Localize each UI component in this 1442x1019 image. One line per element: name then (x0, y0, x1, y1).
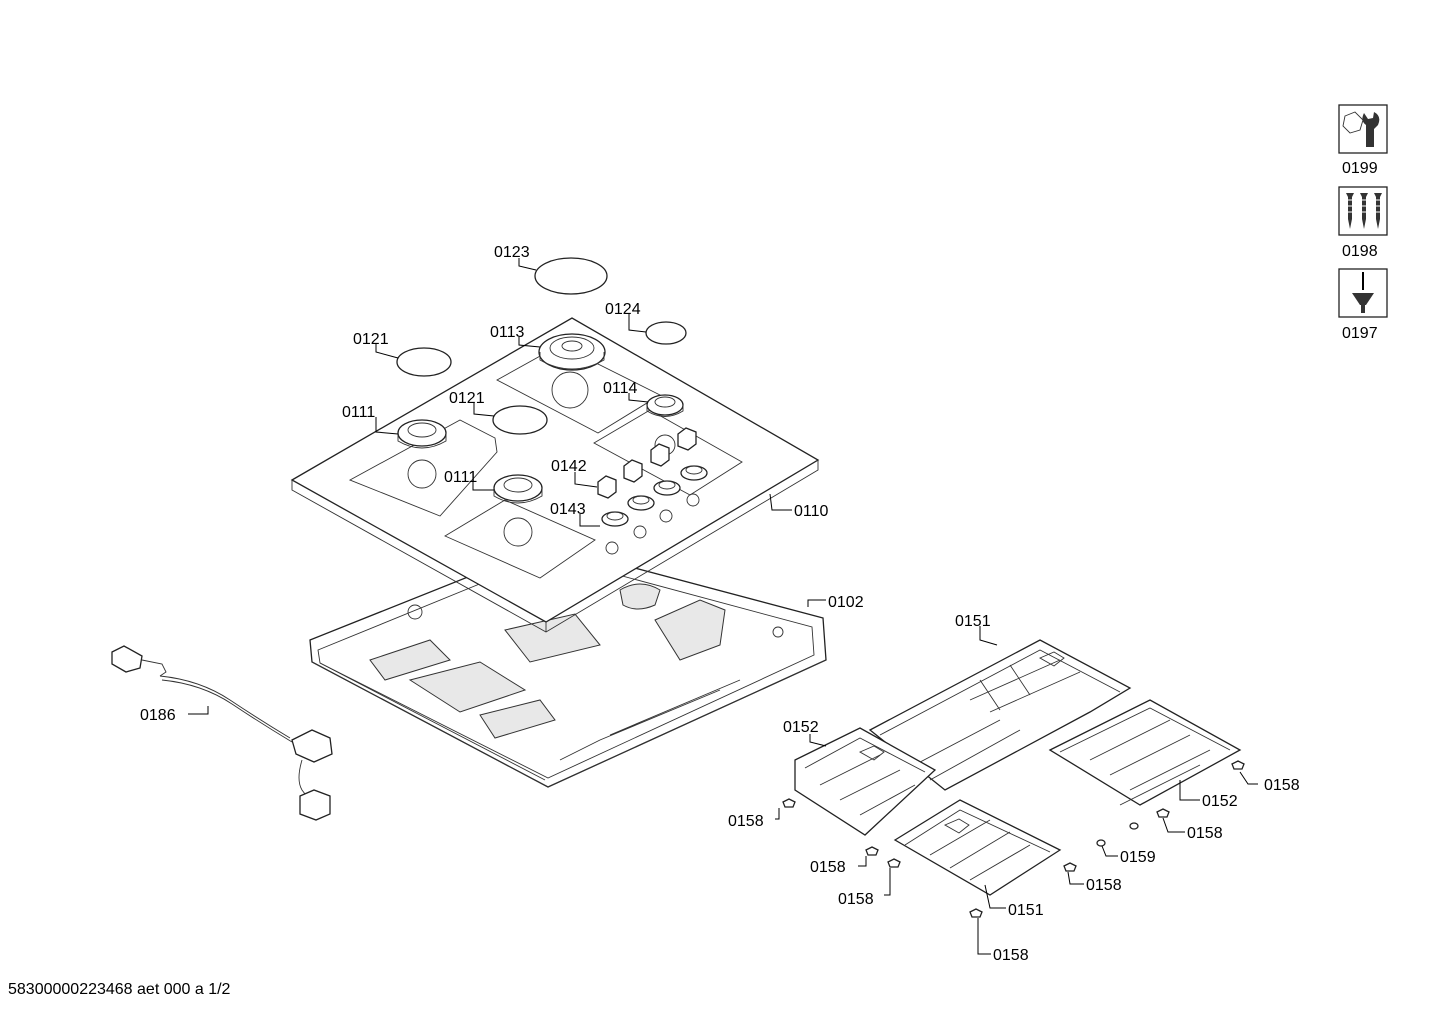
label-0158-e: 0158 (1187, 825, 1223, 842)
label-0123: 0123 (494, 244, 530, 261)
label-0151-front: 0151 (1008, 902, 1044, 919)
label-0151-rear: 0151 (955, 613, 991, 630)
pan-support-grate-front (893, 799, 1062, 896)
label-0142: 0142 (551, 458, 587, 475)
document-reference: 58300000223468 aet 000 a 1/2 (8, 981, 231, 998)
burner-cap-0123 (534, 257, 608, 295)
tool-icon-0199 (1338, 104, 1388, 154)
label-0110: 0110 (794, 503, 829, 520)
label-0158-f: 0158 (1086, 877, 1122, 894)
burner-0111-left (397, 419, 447, 449)
label-0159: 0159 (1120, 849, 1156, 866)
power-cable-0186 (111, 645, 333, 821)
label-0124: 0124 (605, 301, 641, 318)
label-0158-a: 0158 (728, 813, 764, 830)
label-0158-d: 0158 (1264, 777, 1300, 794)
tool-label-0197: 0197 (1342, 325, 1378, 342)
label-0158-g: 0158 (993, 947, 1029, 964)
label-0113: 0113 (490, 324, 525, 341)
burner-0113 (538, 333, 606, 371)
label-0111-middle: 0111 (444, 469, 477, 486)
burner-cap-0121-left (396, 347, 452, 377)
pan-support-grate-right (1048, 699, 1242, 806)
pan-support-grate-left (794, 727, 937, 836)
pan-support-grate-rear (868, 639, 1132, 791)
burner-cap-0121-middle (492, 405, 548, 435)
burner-0111-middle (493, 474, 543, 504)
leader-lines (188, 258, 1258, 955)
label-0121-middle: 0121 (449, 390, 485, 407)
tool-label-0199: 0199 (1342, 160, 1378, 177)
label-0121-left: 0121 (353, 331, 389, 348)
tool-icon-0197 (1338, 268, 1388, 318)
control-knobs (597, 427, 708, 527)
label-0152-left: 0152 (783, 719, 819, 736)
label-0152-right: 0152 (1202, 793, 1238, 810)
label-0143: 0143 (550, 501, 586, 518)
tool-icon-0198 (1338, 186, 1388, 236)
label-0186: 0186 (140, 707, 176, 724)
part-labels: 0123 0124 0121 0113 0121 0114 0111 0142 … (140, 244, 1300, 964)
burner-0114 (646, 394, 684, 417)
label-0158-b: 0158 (810, 859, 846, 876)
label-0114: 0114 (603, 380, 638, 397)
label-0111-left: 0111 (342, 404, 375, 421)
hob-base-tray (309, 544, 827, 788)
rubber-feet (782, 760, 1245, 918)
label-0158-c: 0158 (838, 891, 874, 908)
tool-label-0198: 0198 (1342, 243, 1378, 260)
label-0102: 0102 (828, 594, 864, 611)
burner-cap-0124 (645, 321, 687, 345)
